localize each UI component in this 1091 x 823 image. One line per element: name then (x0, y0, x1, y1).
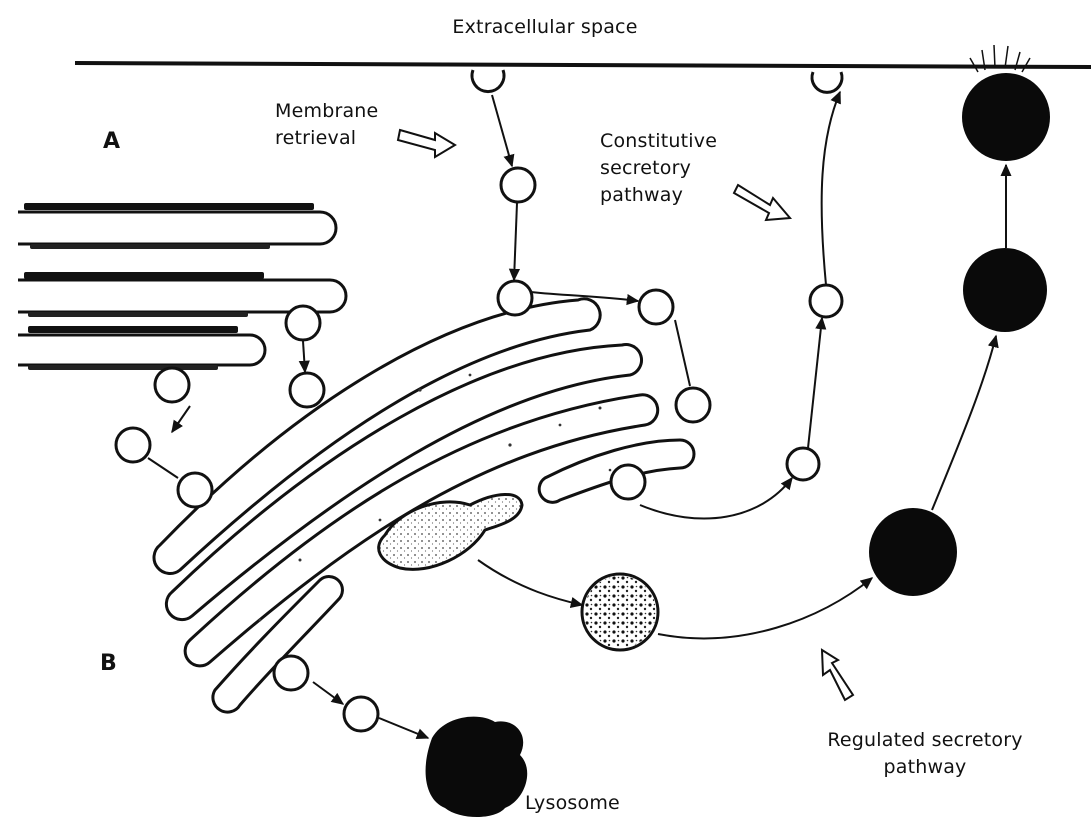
immature-granule (582, 574, 658, 650)
extracellular-space-label: Extracellular space (400, 14, 690, 41)
constitutive-pathway-label: Constitutive secretory pathway (600, 128, 717, 209)
lysosome-label: Lysosome (525, 790, 620, 817)
membrane-retrieval-label: Membrane retrieval (275, 98, 378, 152)
marker-a-label: A (103, 128, 120, 155)
secretory-granules (869, 73, 1050, 596)
plasma-membrane (75, 63, 1091, 67)
marker-b-label: B (100, 650, 117, 677)
lysosome (426, 717, 528, 817)
rough-endoplasmic-reticulum (18, 212, 346, 365)
regulated-pathway-label: Regulated secretory pathway (780, 727, 1070, 781)
